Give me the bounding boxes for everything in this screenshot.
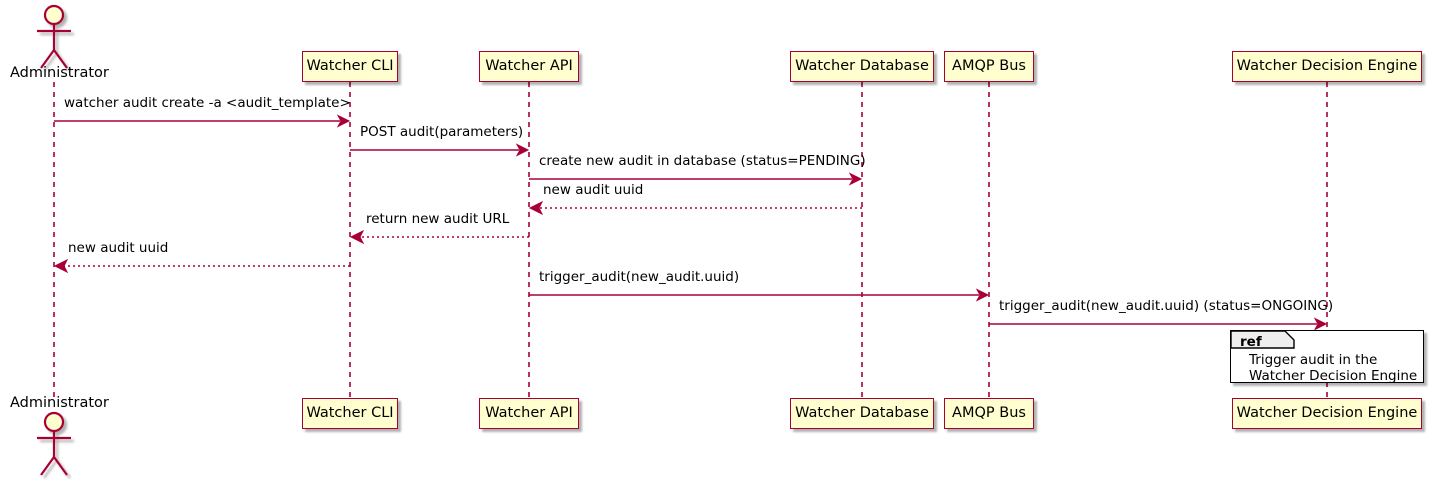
ref-tag-shape: [1231, 331, 1295, 349]
message-label-m2: POST audit(parameters): [360, 124, 524, 140]
participant-box-watcher-decision-engine-top: Watcher Decision Engine: [1232, 51, 1422, 82]
participant-label: Watcher CLI: [306, 58, 394, 75]
participant-box-watcher-database-bottom: Watcher Database: [790, 398, 934, 429]
participant-box-amqp-bus-top: AMQP Bus: [944, 51, 1034, 82]
participant-label: Watcher CLI: [306, 405, 394, 422]
actor-figure-administrator-bottom: [37, 411, 71, 476]
actor-leg-right: [53, 456, 68, 476]
participant-box-watcher-database-top: Watcher Database: [790, 51, 934, 82]
actor-figure-administrator-top: [37, 4, 71, 69]
ref-tag-polygon: [1231, 331, 1295, 349]
message-label-m8: trigger_audit(new_audit.uuid) (status=ON…: [999, 298, 1334, 314]
message-arrowhead-m2: [515, 143, 530, 157]
participant-box-watcher-api-bottom: Watcher API: [479, 398, 579, 429]
message-label-m7: trigger_audit(new_audit.uuid): [539, 269, 740, 285]
participant-label: AMQP Bus: [952, 58, 1026, 75]
participant-box-watcher-cli-top: Watcher CLI: [302, 51, 398, 82]
ref-body-line-1: Watcher Decision Engine: [1249, 368, 1418, 384]
participant-label: Watcher Decision Engine: [1236, 58, 1418, 75]
ref-body-line-0: Trigger audit in the: [1249, 352, 1378, 368]
participant-box-amqp-bus-bottom: AMQP Bus: [944, 398, 1034, 429]
message-label-m6: new audit uuid: [68, 240, 169, 256]
ref-tag-label: ref: [1240, 334, 1262, 350]
participant-label: Watcher API: [485, 405, 573, 422]
participant-box-watcher-api-top: Watcher API: [479, 51, 579, 82]
actor-leg-left: [40, 456, 55, 476]
participant-label: AMQP Bus: [952, 405, 1026, 422]
message-arrowhead-m1: [336, 114, 351, 128]
participant-label: Watcher API: [485, 58, 573, 75]
message-arrowhead-m3: [848, 172, 863, 186]
message-label-m1: watcher audit create -a <audit_template>: [64, 95, 351, 111]
participant-label: Watcher Decision Engine: [1236, 405, 1418, 422]
actor-leg-left: [40, 49, 55, 69]
participant-label: Watcher Database: [795, 58, 929, 75]
participant-box-watcher-cli-bottom: Watcher CLI: [302, 398, 398, 429]
actor-figures-group: [37, 4, 71, 476]
message-arrowhead-m4: [528, 200, 544, 216]
message-arrowhead-m6: [53, 258, 69, 274]
participant-box-watcher-decision-engine-bottom: Watcher Decision Engine: [1232, 398, 1422, 429]
actor-label-administrator-top: Administrator: [10, 65, 109, 81]
message-label-m4: new audit uuid: [543, 182, 644, 198]
message-label-m3: create new audit in database (status=PEN…: [539, 153, 866, 169]
message-arrows-group: [53, 114, 1328, 331]
message-label-m5: return new audit URL: [366, 211, 510, 227]
message-arrowhead-m8: [1313, 317, 1328, 331]
actor-leg-right: [53, 49, 68, 69]
actor-label-administrator-bottom: Administrator: [10, 395, 109, 411]
participant-label: Watcher Database: [795, 405, 929, 422]
message-arrowhead-m7: [975, 288, 990, 302]
message-arrowhead-m5: [349, 229, 365, 245]
